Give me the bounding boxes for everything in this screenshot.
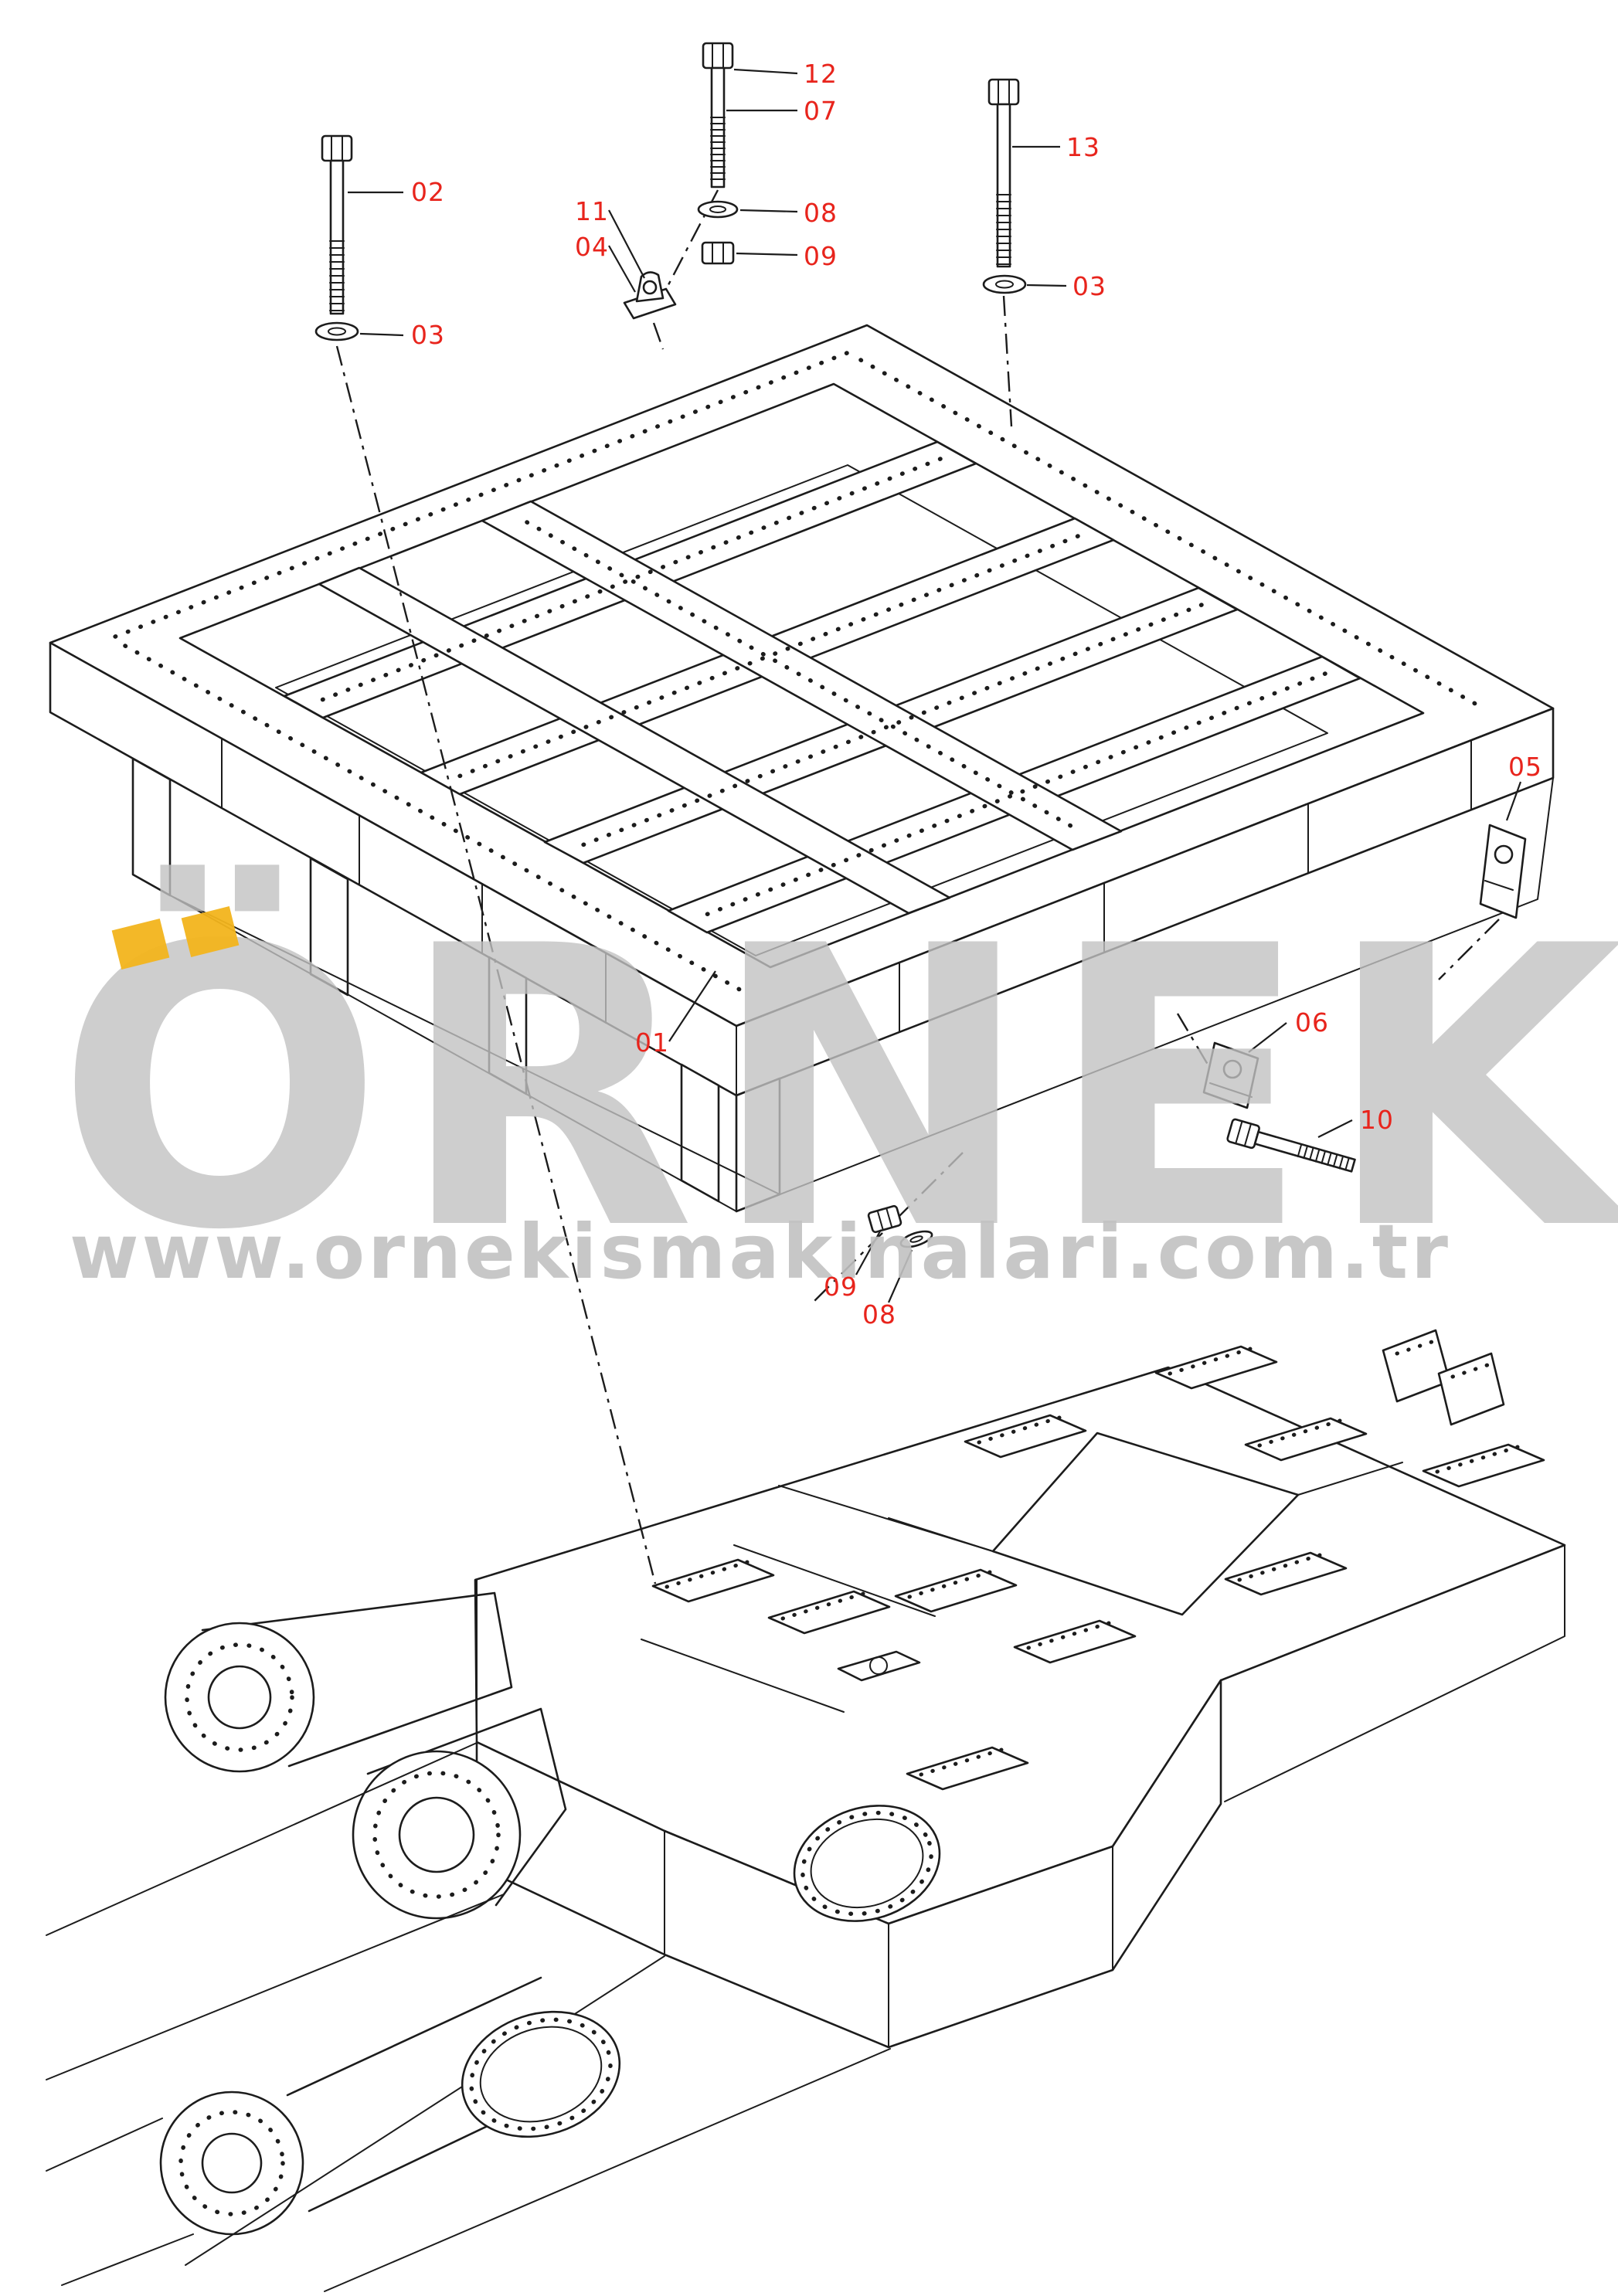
bracket-05	[1479, 824, 1527, 919]
callout-09-bottom: 09	[824, 1272, 858, 1302]
callout-08-bottom: 08	[862, 1299, 896, 1330]
washer-03-left	[314, 321, 359, 341]
bolt-07-12	[702, 42, 734, 189]
callout-05: 05	[1508, 752, 1542, 782]
bolt-10	[1226, 1118, 1356, 1173]
callout-09-top: 09	[804, 241, 838, 271]
bracket-04-11	[623, 271, 677, 320]
washer-08-top	[697, 200, 739, 219]
callout-11: 11	[575, 196, 609, 226]
callout-12: 12	[804, 59, 838, 89]
bracket-06	[1202, 1041, 1259, 1109]
callout-08-top: 08	[804, 198, 838, 228]
callout-04: 04	[575, 232, 609, 262]
callout-03-right: 03	[1072, 271, 1106, 301]
bolt-13	[987, 78, 1020, 268]
callout-07: 07	[804, 96, 838, 126]
callout-06: 06	[1295, 1007, 1329, 1038]
lower-chassis-drawing	[46, 1329, 1566, 2292]
assembly-axis-lines	[335, 189, 1500, 1584]
callout-01: 01	[635, 1027, 669, 1058]
callout-10: 10	[1360, 1105, 1394, 1135]
callout-02: 02	[411, 177, 445, 207]
nut-09-bottom	[867, 1204, 902, 1234]
bolt-02	[321, 134, 353, 315]
main-frame-drawing	[49, 324, 1555, 1213]
nut-09-top	[701, 241, 735, 265]
callout-leader-lines	[348, 68, 1522, 1303]
washer-03-right	[982, 274, 1027, 294]
washer-08-bottom	[899, 1230, 933, 1248]
callout-13: 13	[1066, 132, 1100, 162]
callout-03-left: 03	[411, 320, 445, 350]
